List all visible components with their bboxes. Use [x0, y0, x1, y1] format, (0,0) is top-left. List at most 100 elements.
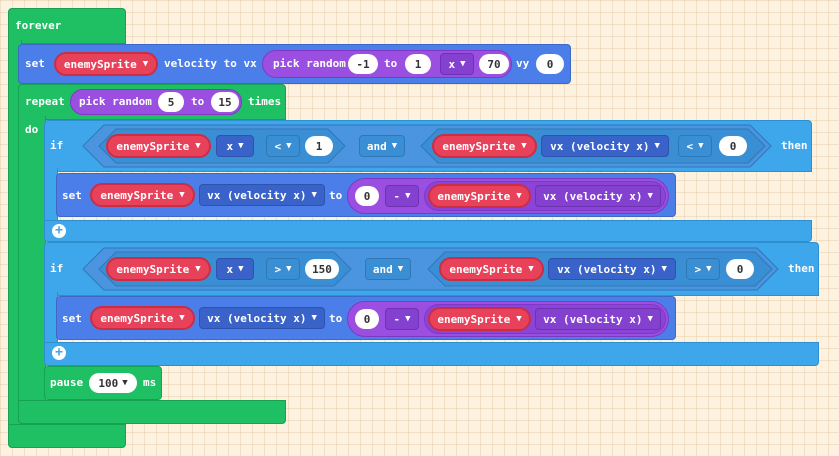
do-label: do — [25, 123, 39, 136]
sprite-name: enemySprite — [449, 262, 523, 276]
sprite-dropdown[interactable]: enemySprite ▼ — [90, 183, 195, 207]
chevron-down-icon: ▼ — [706, 264, 712, 274]
chevron-down-icon: ▼ — [661, 264, 667, 274]
math-operator-dropdown[interactable]: - ▼ — [385, 308, 419, 330]
repeat-left-arm — [18, 116, 46, 408]
multiply-operator-dropdown[interactable]: x ▼ — [440, 53, 474, 75]
to-label: to — [191, 95, 205, 108]
operator-dropdown[interactable]: < ▼ — [266, 135, 300, 157]
chevron-down-icon: ▼ — [179, 190, 185, 200]
sprite-dropdown[interactable]: enemySprite ▼ — [106, 134, 211, 158]
chevron-down-icon: ▼ — [647, 314, 653, 324]
property-dropdown[interactable]: vx (velocity x) ▼ — [535, 308, 661, 330]
add-icon[interactable]: + — [52, 224, 66, 238]
sprite-dropdown[interactable]: enemySprite ▼ — [439, 257, 544, 281]
operator-dropdown[interactable]: > ▼ — [266, 258, 300, 280]
and-operator-dropdown[interactable]: and ▼ — [359, 135, 405, 157]
compare-value: 1 — [315, 139, 323, 153]
math-operator-dropdown[interactable]: - ▼ — [385, 185, 419, 207]
chevron-down-icon: ▼ — [195, 141, 201, 151]
and-label: and — [366, 139, 387, 153]
chevron-down-icon: ▼ — [516, 191, 522, 201]
repeat-pick-random-block[interactable] — [70, 89, 242, 115]
random-to-input[interactable]: 1 — [405, 54, 431, 74]
repeat-label: repeat — [25, 95, 65, 108]
random-from-input[interactable]: -1 — [348, 54, 378, 74]
repeat-to-value: 15 — [218, 95, 232, 109]
pause-unit-label: ms — [143, 376, 157, 389]
repeat-bottom — [18, 400, 286, 424]
chevron-down-icon: ▼ — [405, 314, 411, 324]
chevron-down-icon: ▼ — [286, 264, 292, 274]
and-operator-dropdown[interactable]: and ▼ — [365, 258, 411, 280]
chevron-down-icon: ▼ — [397, 264, 404, 274]
operator-dropdown[interactable]: < ▼ — [678, 135, 712, 157]
chevron-down-icon: ▼ — [405, 191, 411, 201]
vy-label: vy — [516, 57, 530, 70]
factor-value: 70 — [487, 57, 501, 71]
operator-dropdown[interactable]: > ▼ — [686, 258, 720, 280]
operator-symbol: > — [274, 262, 282, 276]
property-name: vx (velocity x) — [543, 189, 643, 203]
multiply-symbol: x — [448, 57, 456, 71]
property-name: x — [226, 262, 234, 276]
chevron-down-icon: ▼ — [654, 141, 660, 151]
property-dropdown[interactable]: vx (velocity x) ▼ — [541, 135, 669, 157]
property-name: vx (velocity x) — [207, 311, 307, 325]
sprite-dropdown[interactable]: enemySprite ▼ — [432, 134, 537, 158]
forever-block[interactable] — [8, 8, 126, 44]
sprite-name: enemySprite — [437, 312, 511, 326]
then-label: then — [788, 262, 815, 275]
forever-label: forever — [15, 19, 62, 32]
minus-symbol: - — [393, 189, 401, 203]
compare-value: 0 — [729, 139, 737, 153]
sprite-name: enemySprite — [100, 188, 174, 202]
random-from-value: -1 — [356, 57, 370, 71]
property-name: vx (velocity x) — [543, 312, 643, 326]
chevron-down-icon: ▼ — [647, 191, 653, 201]
compare-value-input[interactable]: 0 — [726, 259, 754, 279]
property-dropdown[interactable]: vx (velocity x) ▼ — [535, 185, 661, 207]
minus-left-input[interactable]: 0 — [355, 309, 379, 329]
operator-symbol: < — [686, 139, 694, 153]
compare-value-input[interactable]: 1 — [305, 136, 333, 156]
then-label: then — [781, 139, 808, 152]
chevron-down-icon: ▼ — [238, 141, 244, 151]
vy-value: 0 — [546, 57, 554, 71]
property-dropdown[interactable]: vx (velocity x) ▼ — [548, 258, 676, 280]
chevron-down-icon: ▼ — [142, 59, 149, 69]
operator-symbol: < — [274, 139, 282, 153]
property-dropdown[interactable]: x ▼ — [216, 135, 254, 157]
chevron-down-icon: ▼ — [195, 264, 201, 274]
compare-value-input[interactable]: 150 — [305, 259, 339, 279]
sprite-name: enemySprite — [63, 57, 137, 71]
minus-left-input[interactable]: 0 — [355, 186, 379, 206]
sprite-dropdown[interactable]: enemySprite ▼ — [428, 184, 531, 208]
to-label: to — [384, 57, 398, 70]
compare-value: 0 — [736, 262, 744, 276]
sprite-name: enemySprite — [116, 139, 190, 153]
property-name: vx (velocity x) — [557, 262, 657, 276]
compare-value: 150 — [312, 262, 332, 276]
factor-input[interactable]: 70 — [479, 54, 509, 74]
if-label: if — [50, 262, 64, 275]
if-label: if — [50, 139, 64, 152]
compare-value-input[interactable]: 0 — [719, 136, 747, 156]
property-dropdown[interactable]: x ▼ — [216, 258, 254, 280]
sprite-dropdown[interactable]: enemySprite ▼ — [428, 307, 531, 331]
vy-input[interactable]: 0 — [536, 54, 564, 74]
property-dropdown[interactable]: vx (velocity x) ▼ — [199, 184, 325, 206]
velocity-label: velocity to vx — [164, 57, 257, 70]
pause-duration-dropdown[interactable]: 100 ▼ — [89, 373, 137, 393]
add-icon[interactable]: + — [52, 346, 66, 360]
property-dropdown[interactable]: vx (velocity x) ▼ — [199, 307, 325, 329]
property-name: vx (velocity x) — [550, 139, 650, 153]
times-label: times — [248, 95, 282, 108]
sprite-dropdown[interactable]: enemySprite ▼ — [54, 52, 158, 76]
repeat-from-input[interactable]: 5 — [158, 92, 184, 112]
sprite-dropdown[interactable]: enemySprite ▼ — [90, 306, 195, 330]
repeat-to-input[interactable]: 15 — [211, 92, 239, 112]
chevron-down-icon: ▼ — [528, 264, 534, 274]
minus-left-value: 0 — [363, 312, 371, 326]
sprite-dropdown[interactable]: enemySprite ▼ — [106, 257, 211, 281]
